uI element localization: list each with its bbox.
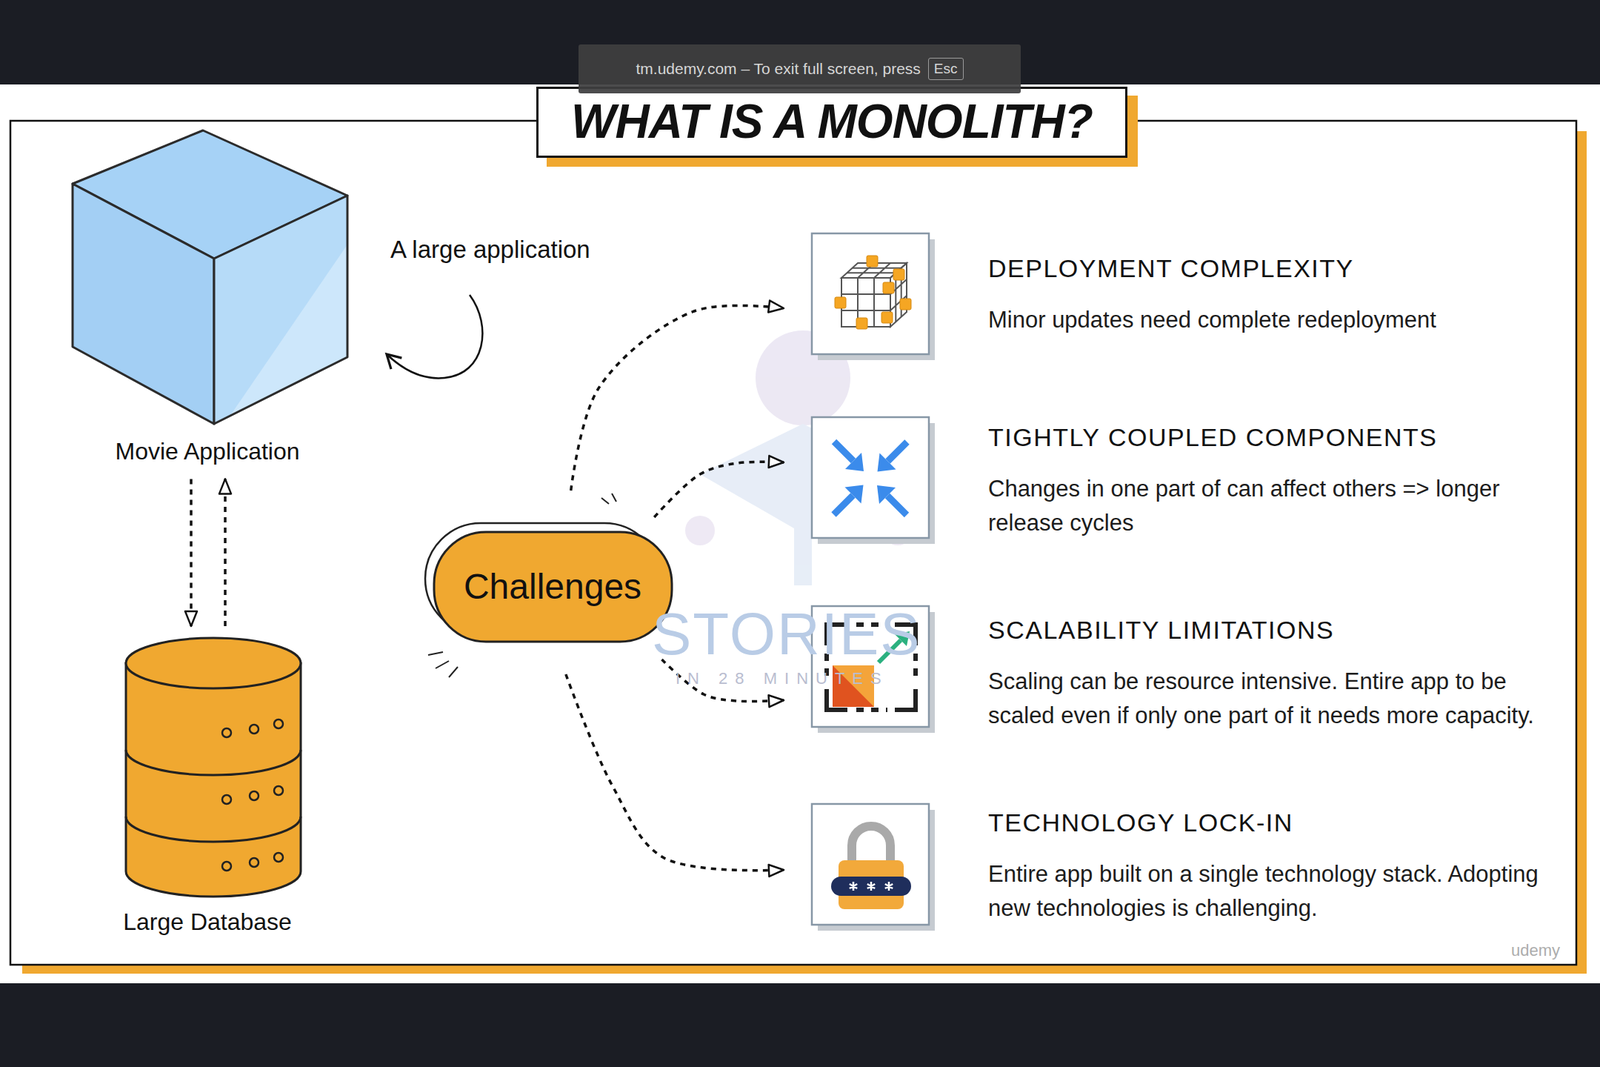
challenge-text: Entire app built on a single technology …	[988, 857, 1566, 926]
pill-label: Challenges	[463, 565, 642, 607]
title-text: WHAT IS A MONOLITH?	[571, 94, 1093, 150]
drawn-rect	[794, 481, 812, 586]
node-label: Large Database	[103, 900, 312, 936]
pill-body	[434, 531, 672, 642]
label-holder: tm.udemy.com – To exit full screen, pres…	[635, 60, 920, 78]
watermark-brand: udemy	[1511, 940, 1560, 960]
callout-arrow	[386, 294, 483, 378]
database-cylinder: Large Database	[103, 633, 312, 936]
key-hint: Esc	[928, 57, 964, 80]
icon-drawing	[811, 803, 935, 931]
drawn-circle	[685, 515, 715, 546]
challenges-pill: Challenges	[422, 515, 675, 648]
fullscreen-notice: tm.udemy.com – To exit full screen, pres…	[578, 44, 1021, 94]
icon-drawing	[811, 233, 935, 360]
dashed-connector	[223, 478, 227, 626]
challenge-item: DEPLOYMENT COMPLEXITY Minor updates need …	[810, 231, 1569, 363]
icon-box	[810, 802, 938, 934]
challenge-text: Changes in one part of can affect others…	[988, 471, 1566, 541]
node-label: Movie Application	[51, 429, 363, 466]
slide-frame	[10, 120, 1577, 965]
dashed-connector	[189, 478, 193, 626]
top-bar	[0, 0, 1600, 85]
icon-box	[810, 415, 938, 547]
challenge-text: TECHNOLOGY LOCK-IN	[988, 807, 1566, 838]
text-column: DEPLOYMENT COMPLEXITY Minor updates need …	[988, 253, 1566, 338]
challenge-item: TIGHTLY COUPLED COMPONENTS Changes in one…	[810, 415, 1569, 547]
title-box: WHAT IS A MONOLITH?	[536, 86, 1128, 158]
challenge-text: TIGHTLY COUPLED COMPONENTS	[988, 422, 1566, 453]
challenge-text: DEPLOYMENT COMPLEXITY	[988, 253, 1566, 284]
label-holder: A large application	[390, 235, 591, 264]
icon-box	[810, 231, 938, 363]
label-holder: IN 28 MINUTES	[675, 668, 889, 689]
challenge-text: Scaling can be resource intensive. Entir…	[988, 664, 1566, 734]
watermark-subtext: IN 28 MINUTES	[675, 668, 889, 689]
label-holder: udemy	[1511, 940, 1560, 960]
challenge-text: Minor updates need complete redeployment	[988, 302, 1566, 338]
watermark-text: STORIES	[651, 601, 922, 667]
application-cube: Movie Application	[51, 125, 363, 466]
text-column: TECHNOLOGY LOCK-IN Entire app built on a …	[988, 807, 1566, 926]
dashed-connector	[654, 461, 784, 518]
challenge-item: SCALABILITY LIMITATIONS Scaling can be re…	[810, 604, 1569, 736]
label-holder: STORIES	[651, 601, 922, 667]
text-column: SCALABILITY LIMITATIONS Scaling can be re…	[988, 614, 1566, 734]
dashed-connector	[565, 674, 784, 871]
browser-notice: tm.udemy.com – To exit full screen, pres…	[635, 60, 920, 78]
cube-shape	[51, 125, 363, 430]
challenge-text: SCALABILITY LIMITATIONS	[988, 614, 1566, 646]
challenge-item: TECHNOLOGY LOCK-IN Entire app built on a …	[810, 802, 1569, 934]
label-holder: Esc	[920, 57, 964, 80]
cylinder-shape	[103, 633, 312, 900]
bottom-bar	[0, 982, 1600, 1067]
callout-text: A large application	[390, 235, 591, 264]
cube-drawing	[72, 130, 348, 424]
icon-drawing	[811, 417, 935, 544]
cylinder-drawing	[125, 637, 301, 897]
text-column: TIGHTLY COUPLED COMPONENTS Changes in one…	[988, 422, 1566, 541]
